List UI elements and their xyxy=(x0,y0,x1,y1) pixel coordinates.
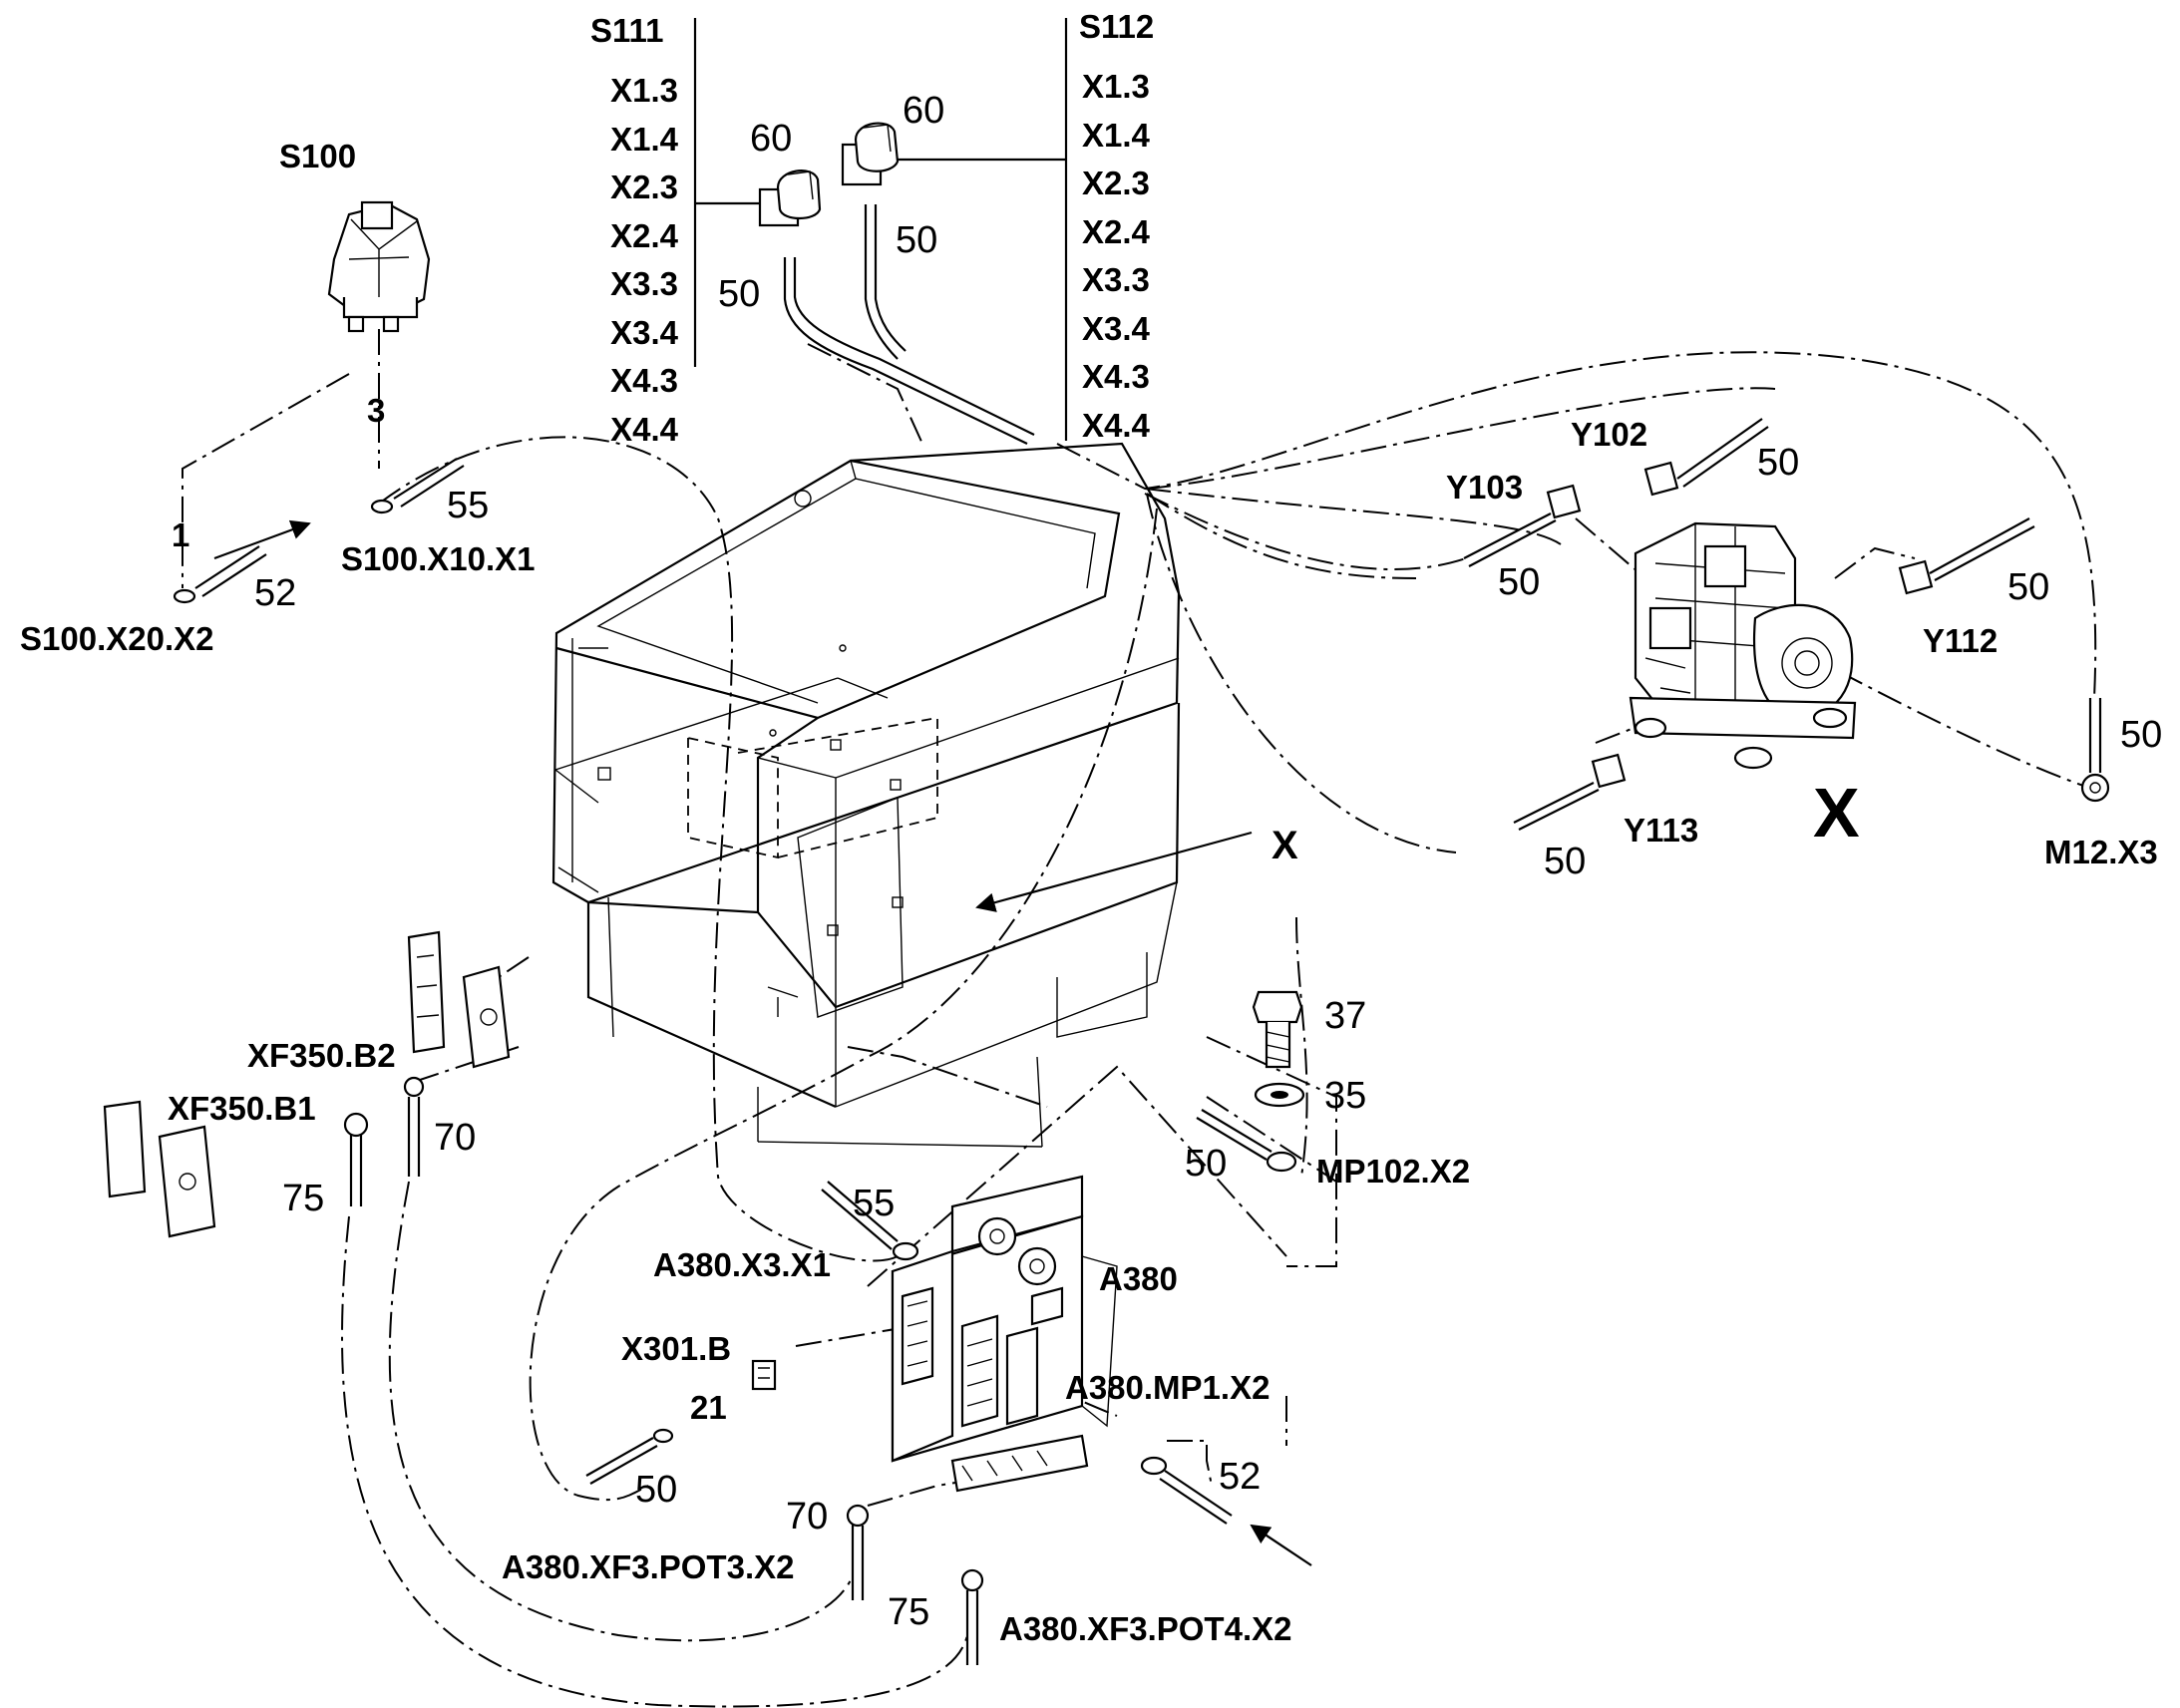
xf350-b1-label: XF350.B1 xyxy=(168,1090,316,1127)
ref-37: 37 xyxy=(1324,995,1367,1037)
y112-label: Y112 xyxy=(1923,622,1998,659)
s112-terminal: X4.3 xyxy=(1082,358,1150,395)
s111-terminal: X3.3 xyxy=(610,265,678,302)
detail-x-big-label: X xyxy=(1813,774,1860,852)
ref-52-right: 52 xyxy=(1219,1456,1262,1498)
s111-knob-ref: 60 xyxy=(750,118,793,160)
bolt-icon xyxy=(1252,990,1303,1069)
y102-label: Y102 xyxy=(1571,416,1648,453)
s100-title: S100 xyxy=(279,138,357,174)
valve-block-icon xyxy=(1629,521,1857,770)
s111-terminal: X4.4 xyxy=(610,410,678,448)
a380-control-unit-icon xyxy=(891,1175,1118,1493)
housing-frame xyxy=(551,442,1181,1148)
s112-terminal: X2.4 xyxy=(1082,212,1150,250)
a380-xf3-pot3-x2-label: A380.XF3.POT3.X2 xyxy=(502,1548,795,1585)
s111-terminal-list: X1.3 X1.4 X2.3 X2.4 X3.3 X3.4 X4.3 X4.4 xyxy=(558,67,678,454)
flow-arrow-s100 xyxy=(213,519,311,560)
s112-terminal-list: X1.3 X1.4 X2.3 X2.4 X3.3 X3.4 X4.3 X4.4 xyxy=(1082,63,1150,450)
a380-xf3-pot3-cable-lug xyxy=(846,1504,870,1600)
s112-terminal: X2.3 xyxy=(1082,165,1150,201)
s111-terminal: X1.3 xyxy=(610,72,678,109)
s100-pin-top: 3 xyxy=(367,392,386,429)
s111-terminal: X1.4 xyxy=(610,120,678,158)
s111-terminal: X2.4 xyxy=(610,216,678,254)
xf350-b1-cable-lug xyxy=(343,1112,369,1206)
ref-75-bottom: 75 xyxy=(888,1591,930,1633)
ref-50-y113: 50 xyxy=(1544,841,1587,882)
ref-55-top: 55 xyxy=(447,485,490,526)
s111-terminal: X2.3 xyxy=(610,169,678,205)
xf350-b2-label: XF350.B2 xyxy=(247,1037,396,1074)
ref-70-left: 70 xyxy=(434,1117,477,1159)
ref-50-bottom: 50 xyxy=(635,1469,678,1511)
washer-icon xyxy=(1254,1082,1305,1108)
ref-21: 21 xyxy=(690,1389,727,1426)
x301-cable xyxy=(585,1428,674,1485)
y112-connector-icon xyxy=(1898,517,2035,595)
a380-xf3-pot4-cable-lug xyxy=(960,1568,984,1665)
s112-cable-ref: 50 xyxy=(896,219,938,261)
y103-label: Y103 xyxy=(1446,469,1524,506)
s112-terminal: X4.4 xyxy=(1082,406,1150,444)
a380-x3-x1-label: A380.X3.X1 xyxy=(653,1246,831,1283)
x301-b-label: X301.B xyxy=(621,1330,732,1367)
m12-x3-label: M12.X3 xyxy=(2044,834,2158,870)
mp102-x2-label: MP102.X2 xyxy=(1316,1153,1471,1190)
s111-s112-cable xyxy=(783,204,1035,445)
s100-switch-icon xyxy=(327,200,431,333)
y103-connector-icon xyxy=(1463,484,1582,567)
s111-terminal: X4.3 xyxy=(610,362,678,399)
detail-x-callout-label: X xyxy=(1272,824,1298,867)
detail-x-arrow xyxy=(975,831,1253,912)
ref-52-left: 52 xyxy=(254,572,297,614)
s100-x10-cable xyxy=(370,458,465,514)
m12-x3-cable xyxy=(2080,698,2110,803)
ref-50-m12: 50 xyxy=(2120,714,2163,756)
ref-50-y102: 50 xyxy=(1757,442,1800,484)
s112-terminal: X3.3 xyxy=(1082,261,1150,298)
a380-mp1-x2-label: A380.MP1.X2 xyxy=(1065,1369,1271,1406)
s111-title: S111 xyxy=(590,12,664,49)
y113-connector-icon xyxy=(1513,753,1627,831)
s112-knob-icon xyxy=(841,122,900,186)
s100-pin-left: 1 xyxy=(172,516,190,553)
a380-x3-x1-cable xyxy=(821,1181,919,1261)
x301-b-connector-icon xyxy=(751,1359,777,1391)
ref-50-y103: 50 xyxy=(1498,561,1541,603)
a380-xf3-pot4-x2-label: A380.XF3.POT4.X2 xyxy=(999,1610,1292,1647)
flow-arrow-a380 xyxy=(1250,1524,1312,1566)
s100-x10-x1-label: S100.X10.X1 xyxy=(341,540,536,577)
xf350-terminal-blocks-icon xyxy=(103,930,511,1238)
s100-x20-x2-label: S100.X20.X2 xyxy=(20,620,214,657)
s112-terminal: X1.3 xyxy=(1082,68,1150,105)
s112-terminal: X3.4 xyxy=(1082,309,1150,347)
ref-55-a380: 55 xyxy=(853,1183,896,1224)
a380-label: A380 xyxy=(1099,1260,1178,1297)
ref-70-bottom: 70 xyxy=(786,1496,829,1537)
ref-50-y112: 50 xyxy=(2007,566,2050,608)
s111-cable-ref: 50 xyxy=(718,273,761,315)
s100-x20-cable xyxy=(173,545,267,604)
y102-connector-icon xyxy=(1643,418,1769,497)
s112-title: S112 xyxy=(1079,8,1155,45)
xf350-b2-cable-lug xyxy=(403,1076,425,1177)
y113-label: Y113 xyxy=(1624,812,1699,849)
ref-50-mp102: 50 xyxy=(1185,1143,1228,1185)
ref-75-left: 75 xyxy=(282,1178,325,1219)
s111-terminal: X3.4 xyxy=(610,313,678,351)
s111-knob-icon xyxy=(758,170,822,227)
a380-mp1-x2-cable xyxy=(1140,1456,1233,1525)
s112-terminal: X1.4 xyxy=(1082,116,1150,154)
s112-knob-ref: 60 xyxy=(903,90,945,132)
ref-35: 35 xyxy=(1324,1075,1367,1117)
mp102-x2-cable-lug xyxy=(1196,1109,1297,1173)
